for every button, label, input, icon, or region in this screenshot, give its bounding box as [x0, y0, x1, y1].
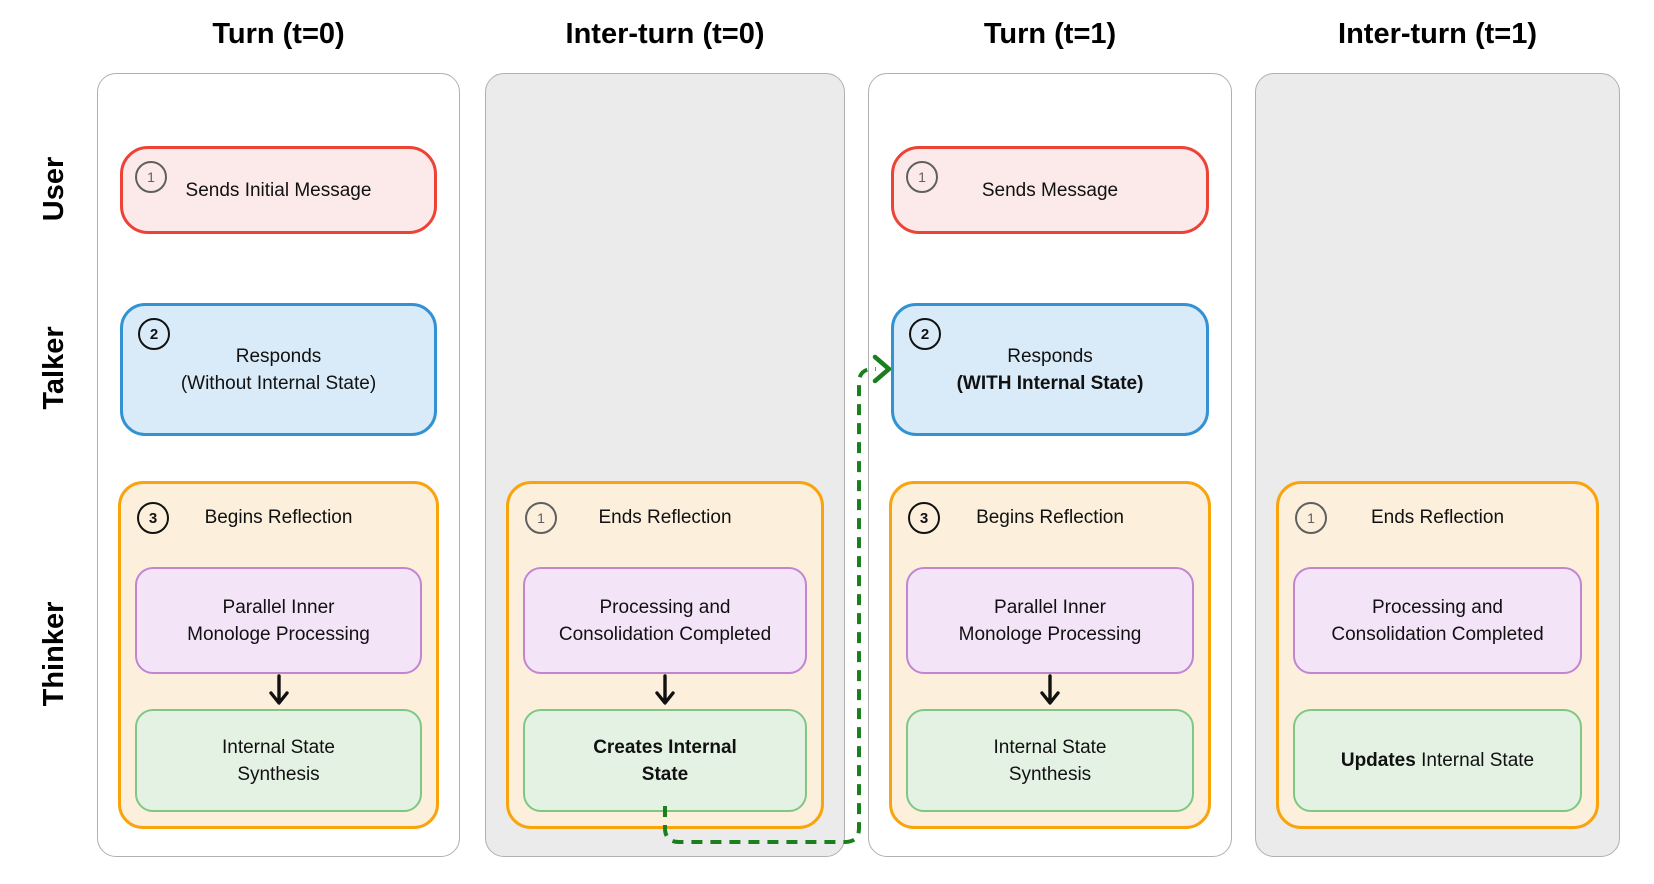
- step-number-badge: 1: [135, 161, 167, 193]
- thinker-box-title: Ends Reflection: [1370, 507, 1505, 528]
- step-number-badge: 2: [909, 318, 941, 350]
- thinker-box-title: Begins Reflection: [204, 507, 353, 528]
- step-number-badge: 1: [525, 502, 557, 534]
- column-header-turn-t0: Turn (t=0): [212, 18, 345, 50]
- row-label-thinker: Thinker: [38, 601, 70, 707]
- talker-box: 2 Responds(WITH Internal State): [891, 303, 1209, 436]
- updates-internal-state-label: Updates Internal State: [1340, 750, 1535, 771]
- panel-turn-t1: 1 Sends Message 2 Responds(WITH Internal…: [868, 73, 1232, 857]
- row-label-talker: Talker: [38, 326, 70, 410]
- user-box-label: Sends Message: [981, 179, 1119, 201]
- column-header-interturn-t1: Inter-turn (t=1): [1338, 18, 1537, 50]
- talker-box: 2 Responds(Without Internal State): [120, 303, 437, 436]
- down-arrow-icon: [892, 672, 1208, 709]
- step-number-badge: 3: [137, 502, 169, 534]
- step-number-badge: 2: [138, 318, 170, 350]
- talker-box-label: Responds(WITH Internal State): [956, 345, 1144, 394]
- thinker-box-title: Begins Reflection: [976, 507, 1124, 528]
- thinker-box-title: Ends Reflection: [598, 507, 732, 528]
- updates-internal-state-box: Updates Internal State: [1293, 709, 1582, 812]
- talker-box-label: Responds(Without Internal State): [180, 345, 377, 394]
- step-number-badge: 3: [908, 502, 940, 534]
- step-number-badge: 1: [906, 161, 938, 193]
- user-box: 1 Sends Initial Message: [120, 146, 437, 234]
- down-arrow-icon: [121, 672, 436, 709]
- column-header-turn-t1: Turn (t=1): [983, 18, 1117, 50]
- down-arrow-icon: [509, 672, 821, 709]
- step-number-badge: 1: [1295, 502, 1327, 534]
- user-box-label: Sends Initial Message: [185, 179, 372, 201]
- panel-turn-t0: 1 Sends Initial Message 2 Responds(Witho…: [97, 73, 460, 857]
- user-box: 1 Sends Message: [891, 146, 1209, 234]
- column-header-interturn-t0: Inter-turn (t=0): [565, 18, 765, 50]
